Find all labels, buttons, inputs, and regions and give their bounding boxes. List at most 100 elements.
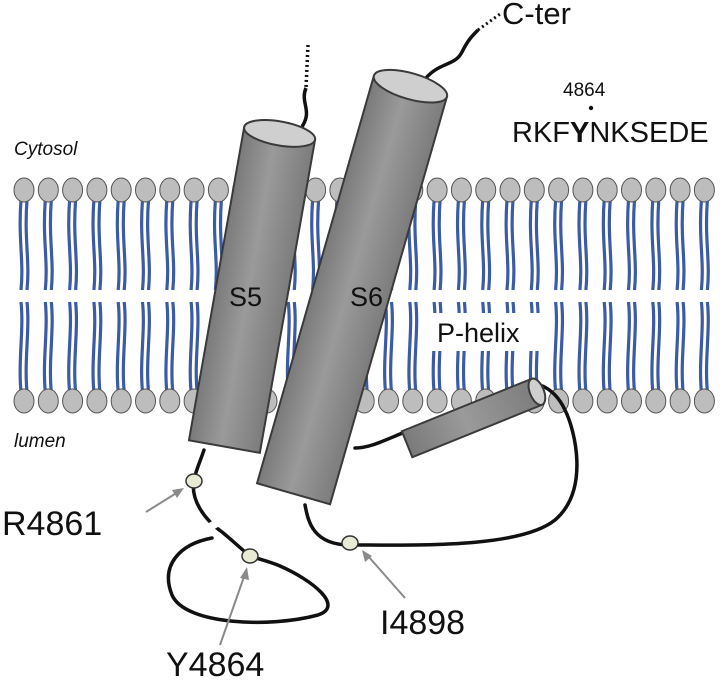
lipid-head (135, 177, 156, 203)
lipid-head (572, 177, 594, 203)
s5-helix (187, 119, 317, 454)
loop-crossing-gap (206, 514, 228, 532)
p-helix-label: P-helix (437, 318, 520, 348)
residue-i4898-label: I4898 (380, 604, 465, 642)
lipid-tail (42, 199, 48, 291)
lipid-tail (698, 199, 704, 291)
lipid-tail (48, 301, 54, 393)
s6-helix (255, 68, 449, 506)
lipid-tail (431, 199, 437, 291)
lipid-head (110, 177, 132, 203)
lumen-label: lumen (14, 431, 66, 452)
lipid-tail (67, 301, 73, 393)
lipid-head (621, 388, 642, 414)
lipid-tail (650, 301, 656, 393)
lipid-tail (97, 199, 103, 291)
c-terminal-tail (424, 12, 501, 80)
arrow-r4861 (145, 488, 184, 513)
lipid-head (37, 177, 59, 203)
lipid-head (426, 388, 448, 414)
lipid-tail (632, 301, 637, 393)
c-terminus-label: C-ter (502, 0, 571, 31)
lipid-tail (626, 301, 631, 393)
lipid-tail (24, 301, 30, 393)
lipid-tail (559, 301, 565, 393)
lipid-tail (437, 199, 443, 291)
residue-y4864-label: Y4864 (166, 646, 264, 680)
lipid-head (13, 177, 35, 203)
lipid-tail (73, 301, 79, 393)
cytoplasmic-sequence: RKFYNKSEDE (512, 117, 709, 149)
lipid-tail (577, 199, 583, 291)
lipid-tail (704, 199, 710, 291)
lipid-head (523, 177, 545, 203)
sequence-suffix: NKSEDE (589, 117, 708, 149)
lipid-head (450, 177, 472, 203)
lipid-tail (601, 301, 607, 393)
lipid-tail (553, 301, 559, 393)
lipid-tail (413, 199, 419, 291)
lipid-tail (140, 301, 145, 393)
lipid-tail (680, 301, 686, 393)
lipid-tail (607, 199, 613, 291)
lipid-head (183, 177, 205, 203)
sequence-tyrosine: Y (570, 117, 589, 149)
lipid-head (693, 177, 715, 203)
lipid-tail (656, 199, 662, 291)
lipid-head (159, 388, 181, 414)
lipid-tail (146, 301, 151, 393)
lipid-tail (601, 199, 607, 291)
lipid-tail (140, 199, 145, 291)
residue-r4861-marker (185, 473, 203, 489)
lipid-head (596, 177, 618, 203)
lipid-tail (626, 199, 631, 291)
lipid-tail (577, 301, 583, 393)
lipid-tail (461, 199, 467, 291)
lipid-tail (121, 301, 127, 393)
lipid-tail (650, 199, 656, 291)
lipid-head (62, 388, 84, 414)
lipid-tail (455, 199, 461, 291)
lipid-tail (91, 301, 97, 393)
residue-position-dot (588, 105, 594, 111)
lipid-tail (607, 301, 613, 393)
lipid-tail (310, 199, 316, 291)
lipid-tail (553, 199, 559, 291)
lipid-head (669, 388, 691, 414)
residue-r4861-label: R4861 (2, 505, 102, 543)
residue-i4898-marker (341, 535, 359, 551)
lipid-tail (656, 301, 662, 393)
lipid-head (693, 388, 715, 414)
lipid-tail (632, 199, 637, 291)
lipid-tail (528, 199, 534, 291)
arrow-y4864 (219, 567, 249, 646)
lipid-head (86, 388, 108, 414)
lipid-tail (48, 199, 54, 291)
residue-markers (185, 473, 359, 564)
lipid-head (499, 177, 521, 203)
lipid-tail (583, 301, 589, 393)
lipid-tail (164, 199, 170, 291)
arrow-i4898 (362, 550, 406, 599)
lipid-head (13, 388, 35, 414)
lipid-tail (480, 199, 486, 291)
lipid-tail (194, 301, 200, 393)
lipid-tail (674, 301, 680, 393)
lipid-head (645, 177, 667, 203)
lipid-tail (212, 199, 218, 291)
p-helix (400, 377, 547, 459)
lipid-head (402, 388, 424, 414)
lipid-tail (91, 199, 97, 291)
cytosol-label: Cytosol (14, 139, 78, 160)
pointer-arrows (145, 488, 406, 646)
lipid-tail (67, 199, 73, 291)
lipid-tail (73, 199, 79, 291)
lipid-head (159, 177, 181, 203)
lipid-tail (510, 199, 516, 291)
lipid-head (135, 388, 156, 414)
lipid-head (426, 177, 448, 203)
lipid-tail (170, 301, 176, 393)
lipid-tail (534, 199, 540, 291)
